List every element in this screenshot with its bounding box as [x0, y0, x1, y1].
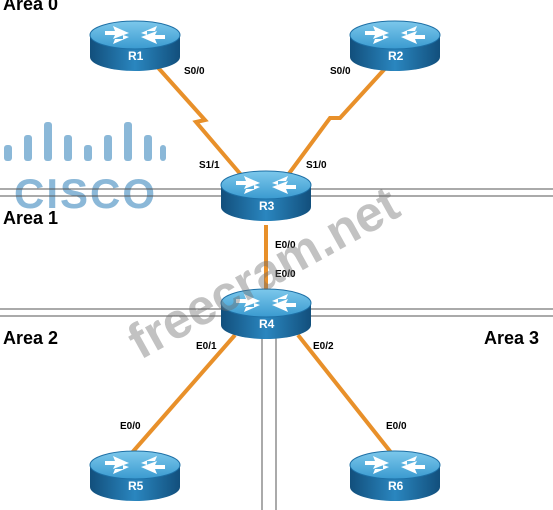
logo-bar — [124, 122, 132, 161]
router-r4[interactable]: R4 — [220, 288, 312, 340]
if-label-r3-s11: S1/1 — [199, 160, 220, 171]
serial-link-r2-r3 — [280, 60, 393, 185]
if-label-r6-e00: E0/0 — [386, 421, 407, 432]
router-r1[interactable]: R1 — [89, 20, 181, 72]
logo-bar — [24, 135, 32, 161]
logo-bar — [104, 135, 112, 161]
if-label-r1-s00: S0/0 — [184, 66, 205, 77]
ethernet-link-r4-r6 — [296, 333, 395, 457]
if-label-r3-e00: E0/0 — [275, 240, 296, 251]
router-r2-label: R2 — [388, 49, 404, 63]
router-r2[interactable]: R2 — [349, 20, 441, 72]
if-label-r4-e00: E0/0 — [275, 269, 296, 280]
router-r5[interactable]: R5 — [89, 450, 181, 502]
router-r6-label: R6 — [388, 479, 404, 493]
area-0-label: Area 0 — [3, 0, 59, 14]
if-label-r2-s00: S0/0 — [330, 66, 351, 77]
logo-bar — [64, 135, 72, 161]
logo-bar — [4, 145, 12, 161]
ethernet-link-r4-r5 — [128, 333, 237, 457]
router-r4-label: R4 — [259, 317, 275, 331]
logo-bar — [160, 145, 166, 161]
serial-link-r1-r3 — [151, 60, 250, 185]
router-r5-label: R5 — [128, 479, 144, 493]
logo-bar — [44, 122, 52, 161]
logo-bar — [84, 145, 92, 161]
router-r3[interactable]: R3 — [220, 170, 312, 222]
logo-bar — [144, 135, 152, 161]
if-label-r3-s10: S1/0 — [306, 160, 327, 171]
area-1-label: Area 1 — [3, 208, 59, 228]
if-label-r4-e01: E0/1 — [196, 341, 217, 352]
cisco-logo-text: CISCO — [14, 170, 158, 217]
area-3-label: Area 3 — [484, 328, 540, 348]
if-label-r5-e00: E0/0 — [120, 421, 141, 432]
router-r1-label: R1 — [128, 49, 144, 63]
router-r6[interactable]: R6 — [349, 450, 441, 502]
if-label-r4-e02: E0/2 — [313, 341, 334, 352]
router-r3-label: R3 — [259, 199, 275, 213]
area-2-label: Area 2 — [3, 328, 59, 348]
